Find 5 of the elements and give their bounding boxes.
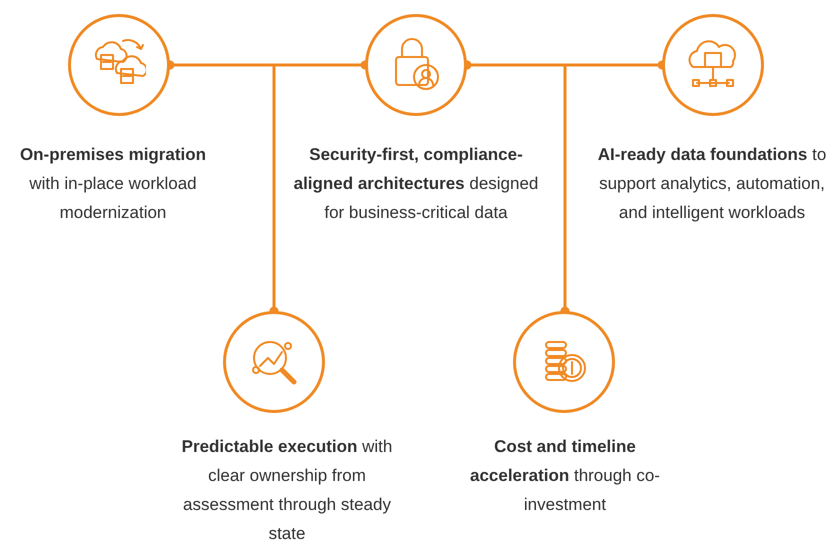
- description-text: AI-ready data foundations to support analytics, automation, and intelligent workloads: [596, 144, 828, 224]
- description-text: Predictable execution with clear ownership from assessment through steady state: [180, 436, 394, 545]
- description-text: Security-first, compliance-aligned architectures designed for business-critical data: [292, 144, 540, 224]
- description-text: Cost and timeline acceleration through co-investment: [469, 436, 661, 516]
- description-text: On-premises migration with in-place workload modernization: [18, 144, 208, 224]
